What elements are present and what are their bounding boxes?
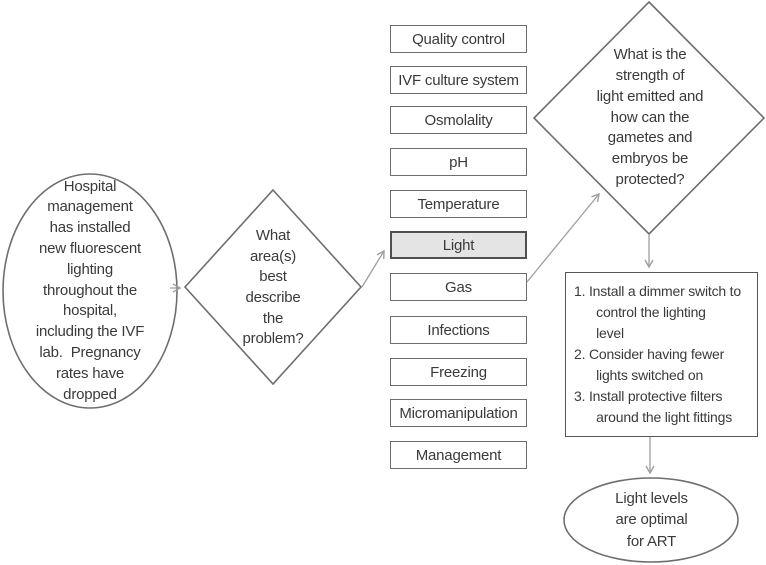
strength-diamond-text: What is the strength of light emitted an… xyxy=(596,46,704,188)
option-box-quality-control: Quality control xyxy=(390,25,527,53)
option-box-temperature: Temperature xyxy=(390,190,527,218)
option-box-ph: pH xyxy=(390,148,527,176)
option-box-freezing: Freezing xyxy=(390,358,527,386)
question-diamond-shape xyxy=(183,188,363,386)
option-box-infections: Infections xyxy=(390,316,527,344)
option-box-gas: Gas xyxy=(390,273,527,301)
end-ellipse-text: Light levels are optimal for ART xyxy=(615,489,688,550)
solutions-box: 1. Install a dimmer switch to control th… xyxy=(565,272,758,437)
arrow-question-to-light xyxy=(361,249,385,288)
option-box-ivf-culture-system: IVF culture system xyxy=(390,66,527,94)
option-box-management: Management xyxy=(390,441,527,469)
arrow-light-to-strength-diamond xyxy=(526,192,600,283)
end-ellipse-shape xyxy=(563,477,739,563)
start-ellipse-text: Hospital management has installed new fl… xyxy=(35,177,145,403)
question-diamond-text: What area(s) best describe the problem? xyxy=(242,227,304,348)
strength-diamond-shape xyxy=(532,0,766,236)
option-box-light: Light xyxy=(390,231,527,259)
option-box-micromanipulation: Micromanipulation xyxy=(390,399,527,427)
option-box-osmolality: Osmolality xyxy=(390,106,527,134)
